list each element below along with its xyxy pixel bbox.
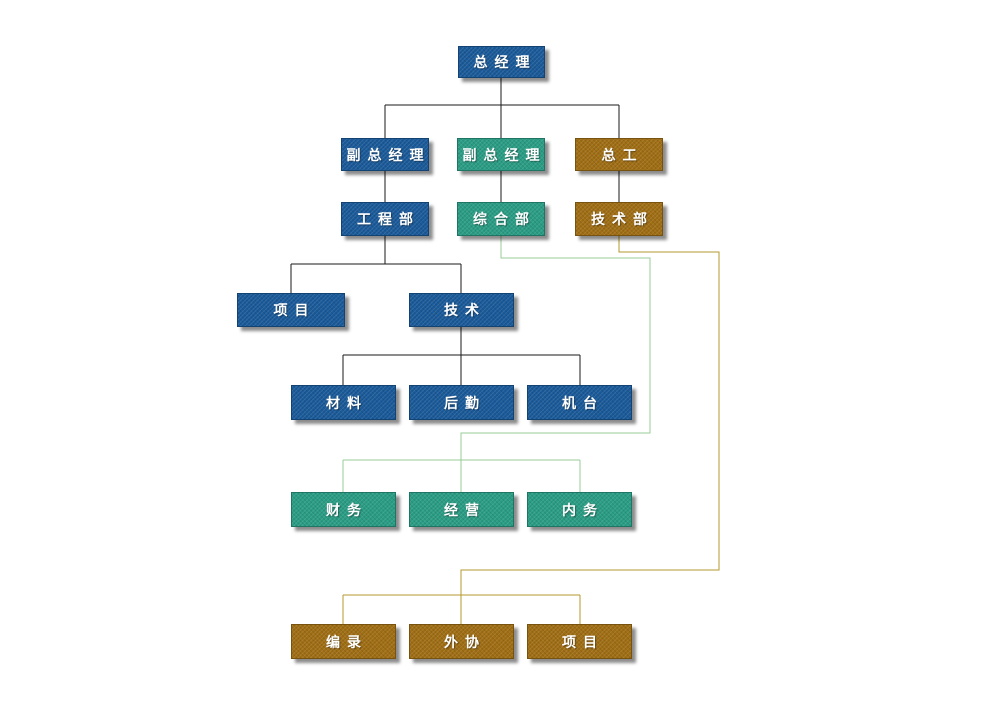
node-label: 技术部 [591,212,654,228]
node-general-manager: 总经理 [458,46,545,78]
node-label: 副总经理 [346,147,431,164]
node-label: 后勤 [444,395,486,412]
node-label: 副总经理 [462,147,547,164]
node-general-affairs-dept: 综合部 [457,202,545,236]
node-records: 编录 [291,624,396,659]
node-label: 机台 [562,395,604,412]
node-operations: 经营 [409,492,514,527]
node-project: 项目 [237,293,345,327]
node-label: 外协 [444,634,486,651]
node-technology: 技术 [409,293,514,327]
node-label: 项目 [562,634,604,651]
node-label: 编录 [326,634,368,651]
node-logistics: 后勤 [409,385,514,420]
node-project-bottom: 项目 [527,624,632,659]
connectors-gold [342,236,720,624]
node-label: 经营 [444,502,486,519]
node-outsourcing: 外协 [409,624,514,659]
node-label: 内务 [562,502,604,519]
node-label: 工程部 [357,212,420,228]
node-machinery: 机台 [527,385,632,420]
node-engineering-dept: 工程部 [341,202,429,236]
node-label: 总工 [601,147,644,164]
node-materials: 材料 [291,385,396,420]
node-deputy-general-manager-1: 副总经理 [341,138,429,171]
node-chief-engineer: 总工 [575,138,663,171]
node-label: 材料 [326,395,368,412]
connectors-green [342,236,651,492]
node-label: 财务 [326,502,368,519]
node-label: 技术 [444,303,486,319]
node-label: 总经理 [473,55,537,71]
node-technical-dept: 技术部 [575,202,663,236]
node-deputy-general-manager-2: 副总经理 [457,138,545,171]
node-label: 项目 [273,303,316,319]
node-label: 综合部 [473,212,536,228]
connectors-black [290,78,620,385]
node-finance: 财务 [291,492,396,527]
node-internal-affairs: 内务 [527,492,632,527]
